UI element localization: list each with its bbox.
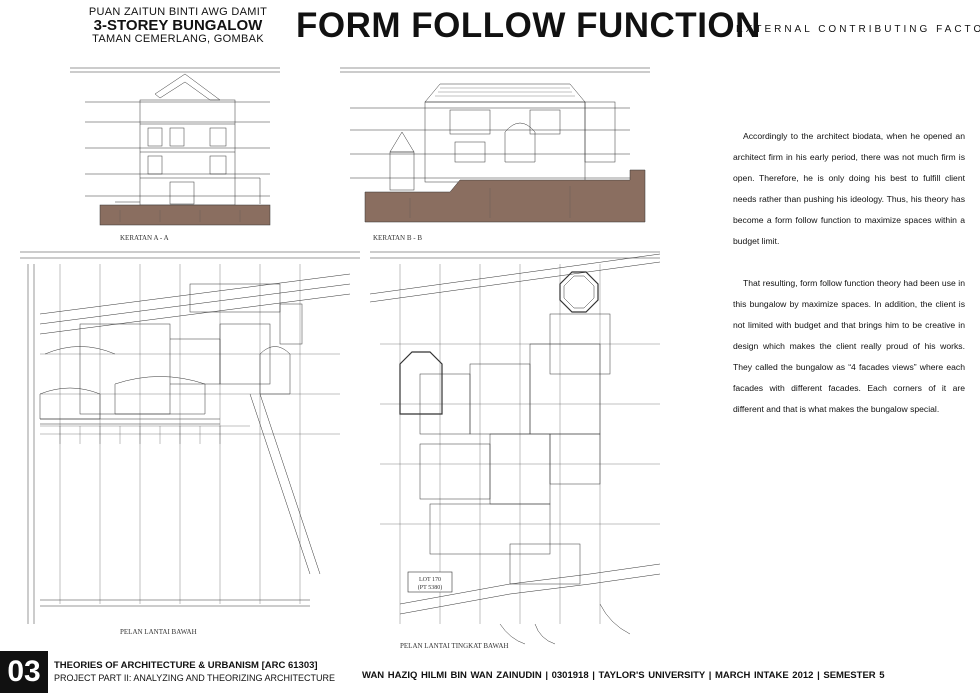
section-b-drawing (340, 67, 650, 223)
section-b-caption: KERATAN B - B (373, 234, 423, 242)
project-address: TAMAN CEMERLANG, GOMBAK (92, 33, 264, 45)
page-subtitle: EXTERNAL CONTRIBUTING FACTOR (736, 24, 980, 35)
client-name: PUAN ZAITUN BINTI AWG DAMIT (88, 6, 268, 18)
section-a-drawing (70, 67, 280, 226)
upper-floor-plan-drawing: LOT 170 (PT 5380) (369, 251, 661, 645)
lot-label: LOT 170 (419, 577, 441, 583)
project-part: PROJECT PART II: ANALYZING AND THEORIZIN… (54, 673, 336, 683)
header-info: PUAN ZAITUN BINTI AWG DAMIT 3-STOREY BUN… (88, 6, 268, 45)
page-title: FORM FOLLOW FUNCTION (296, 6, 761, 45)
paragraph-2: That resulting, form follow function the… (733, 278, 965, 414)
ground-floor-caption: PELAN LANTAI BAWAH (120, 628, 197, 636)
paragraph-1: Accordingly to the architect biodata, wh… (733, 131, 965, 246)
body-text: Accordingly to the architect biodata, wh… (733, 126, 965, 441)
course-title: THEORIES OF ARCHITECTURE & URBANISM [ARC… (54, 660, 318, 671)
project-name: 3-STOREY BUNGALOW (93, 17, 263, 34)
lot-area: (PT 5380) (418, 584, 442, 591)
ground-floor-plan-drawing (20, 251, 360, 624)
author-info: WAN HAZIQ HILMI BIN WAN ZAINUDIN | 03019… (362, 670, 885, 681)
section-a-caption: KERATAN A - A (120, 234, 169, 242)
upper-floor-caption: PELAN LANTAI TINGKAT BAWAH (400, 642, 509, 650)
page-number-badge: 03 (0, 651, 48, 693)
